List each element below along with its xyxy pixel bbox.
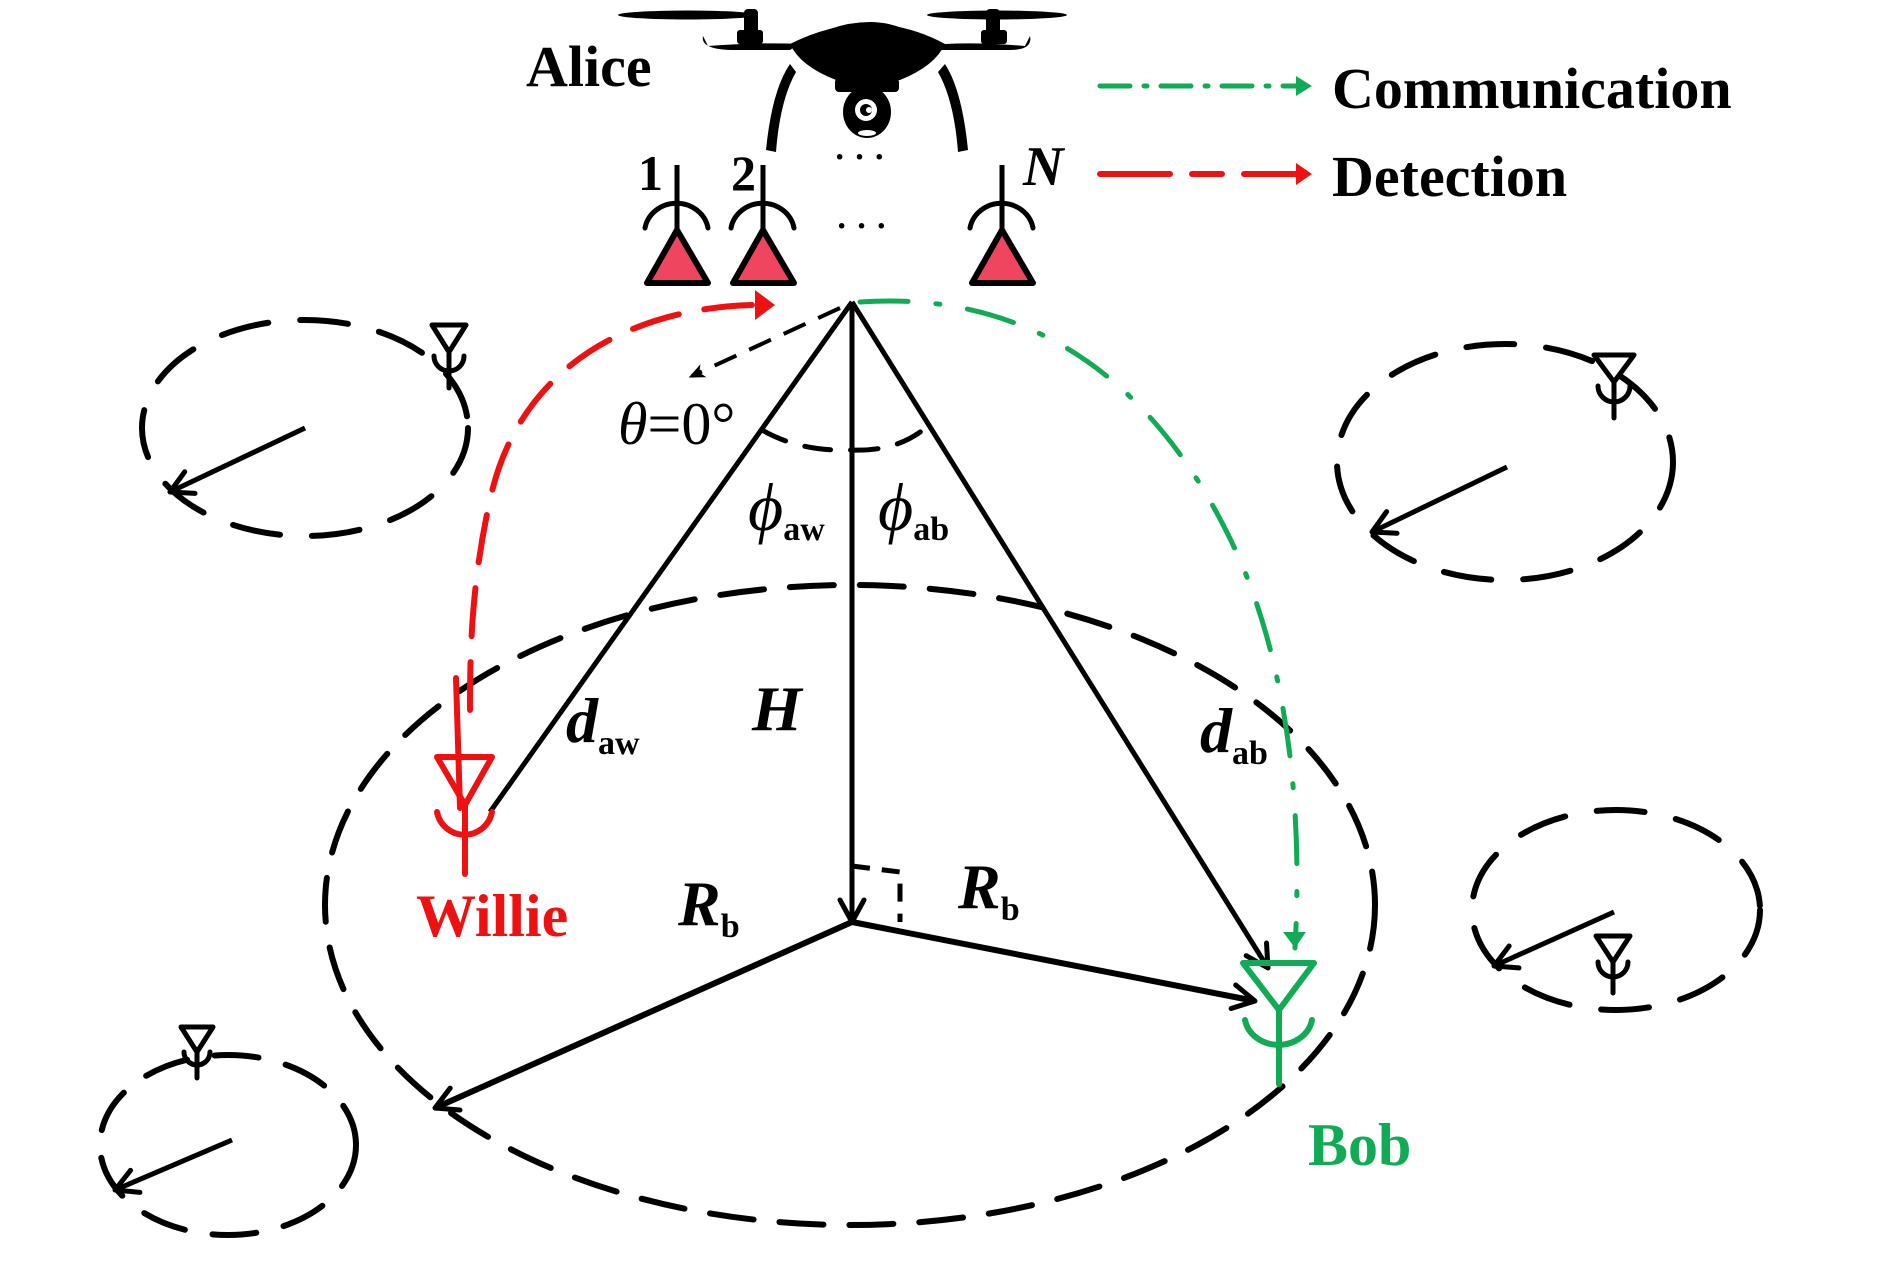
- coverage-area-ellipse: [322, 582, 1378, 1228]
- svg-text:θ=0°: θ=0°: [618, 391, 735, 457]
- label-d-ab: dab: [1200, 695, 1268, 772]
- antenna-ellipsis-top: · · ·: [834, 139, 885, 176]
- drone-icon: [618, 9, 1067, 152]
- antenna-label-1: 1: [638, 145, 663, 201]
- svg-text:Rb: Rb: [957, 851, 1020, 928]
- line-alice-to-willie: [487, 300, 855, 814]
- radius-line-left: [432, 919, 854, 1113]
- theta-symbol: θ: [618, 391, 647, 457]
- r-b-right-symbol: R: [957, 851, 1001, 922]
- willie-label: Willie: [416, 883, 568, 949]
- antenna-ellipsis-bottom: · · ·: [836, 208, 887, 245]
- detection-arrowhead-icon: [755, 290, 775, 320]
- neighbor-cell-middle-right: [1469, 807, 1763, 1013]
- svg-text:daw: daw: [566, 685, 640, 762]
- detection-arrowhead-icon: [1296, 163, 1312, 185]
- legend-item-communication: Communication: [1097, 56, 1732, 121]
- communication-path-alice-to-bob: [857, 298, 1300, 951]
- d-aw-symbol: d: [566, 685, 599, 756]
- label-height-h: H: [751, 673, 804, 744]
- communication-arrowhead-icon: [1296, 76, 1312, 96]
- line-alice-to-bob: [849, 300, 1271, 971]
- neighbor-cell-top-left: [139, 317, 471, 539]
- d-ab-symbol: d: [1200, 695, 1233, 766]
- phi-aw-subscript: aw: [783, 511, 825, 548]
- r-b-right-subscript: b: [1001, 891, 1020, 928]
- svg-text:ϕaw: ϕaw: [748, 469, 825, 548]
- label-theta: θ=0°: [618, 391, 735, 457]
- detection-path-alice-to-willie: [467, 302, 755, 723]
- antenna-array: 1 2 N · · · · · ·: [638, 136, 1066, 286]
- radius-line-right: [851, 919, 1258, 1012]
- user-antenna-icon: [1591, 352, 1637, 421]
- neighbor-cell-bottom-left: [97, 1024, 359, 1238]
- angle-arc-phi-aw: [759, 427, 855, 453]
- legend-label-communication: Communication: [1332, 56, 1732, 121]
- willie-antenna-icon: [434, 675, 495, 877]
- communication-arrowhead-icon: [1283, 932, 1306, 948]
- r-b-left-symbol: R: [677, 868, 721, 939]
- label-d-aw: daw: [566, 685, 640, 762]
- label-r-b-right: Rb: [957, 851, 1020, 928]
- legend: Communication Detection: [1097, 56, 1732, 209]
- label-phi-aw: ϕaw: [748, 469, 825, 548]
- d-aw-subscript: aw: [598, 725, 640, 762]
- neighbor-cell-top-right: [1334, 341, 1676, 583]
- svg-text:ϕab: ϕab: [878, 469, 949, 548]
- user-antenna-icon: [178, 1024, 216, 1081]
- right-angle-marker: [851, 863, 903, 922]
- antenna-element-icon: [967, 165, 1036, 286]
- d-ab-subscript: ab: [1232, 735, 1268, 772]
- svg-text:dab: dab: [1200, 695, 1268, 772]
- antenna-element-icon: [642, 165, 711, 286]
- antenna-label-n: N: [1022, 136, 1066, 198]
- r-b-left-subscript: b: [721, 908, 740, 945]
- angle-arc-phi-ab: [849, 421, 933, 453]
- bob-antenna-icon: [1240, 960, 1317, 1087]
- theta-value: =0°: [647, 391, 735, 457]
- antenna-element-icon: [728, 165, 797, 286]
- beam-direction-theta-arrow: [688, 306, 841, 378]
- label-phi-ab: ϕab: [878, 469, 949, 548]
- antenna-label-2: 2: [731, 145, 756, 201]
- phi-ab-subscript: ab: [913, 511, 949, 548]
- label-r-b-left: Rb: [677, 868, 740, 945]
- user-antenna-icon: [1593, 933, 1633, 996]
- phi-aw-symbol: ϕ: [748, 469, 783, 545]
- user-antenna-icon: [429, 322, 469, 391]
- bob-label: Bob: [1308, 1112, 1411, 1178]
- svg-text:Rb: Rb: [677, 868, 740, 945]
- phi-ab-symbol: ϕ: [878, 469, 913, 545]
- alice-label: Alice: [526, 34, 652, 99]
- legend-item-detection: Detection: [1097, 144, 1567, 209]
- legend-label-detection: Detection: [1332, 144, 1567, 209]
